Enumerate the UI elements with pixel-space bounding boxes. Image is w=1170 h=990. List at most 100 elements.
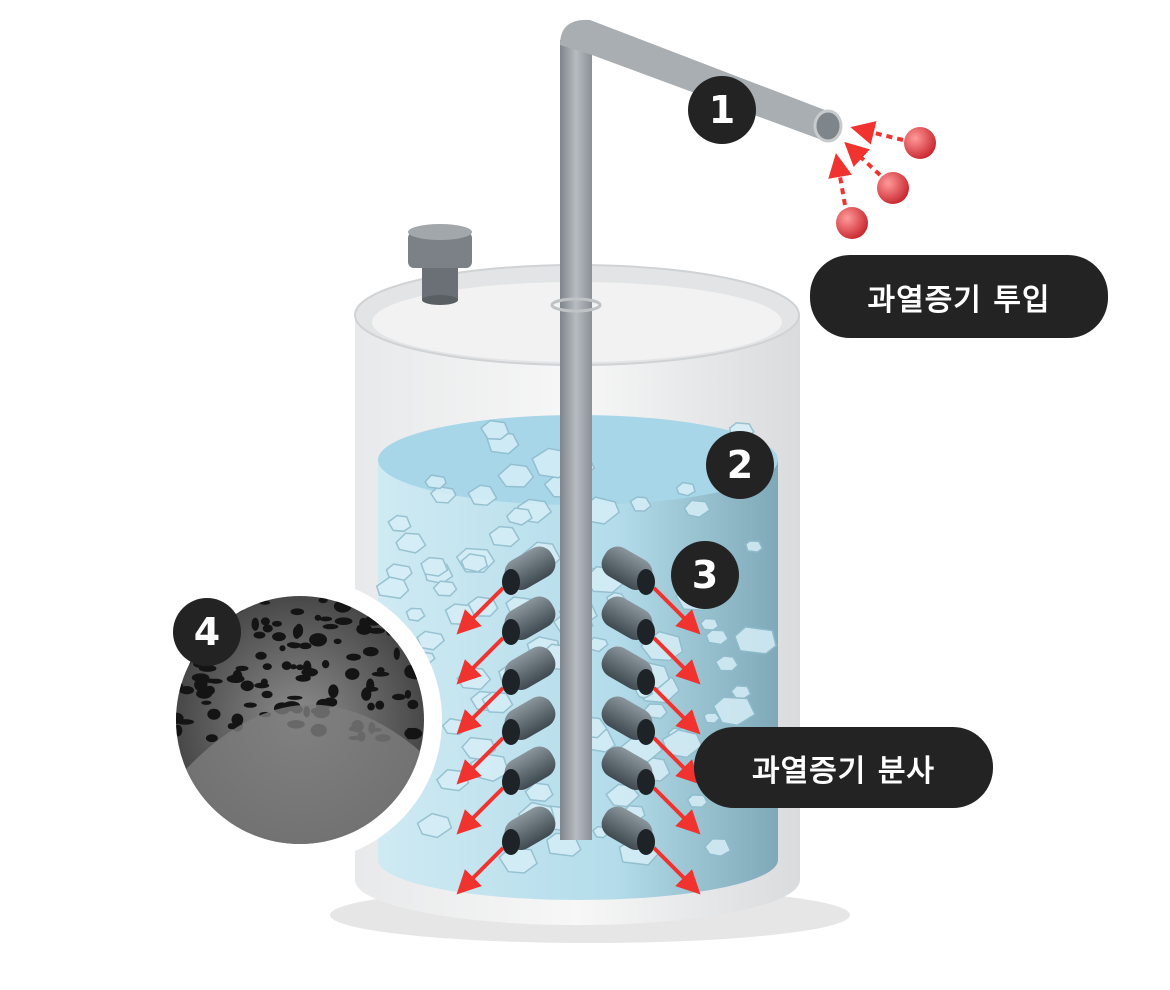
ice-particle [686,794,709,808]
pore [184,596,203,597]
pore [179,686,195,695]
pore [363,686,379,692]
pore [261,690,273,699]
pore [251,617,260,631]
pore [176,719,195,725]
pore [253,631,266,639]
pore [243,702,257,708]
nozzle [502,546,556,595]
steam-ball [904,127,936,159]
pore [232,669,243,683]
step-badge-2: 2 [706,431,774,499]
pore [272,632,286,642]
ice-particle [420,556,449,577]
pore [235,665,249,672]
ice-particle [387,514,412,533]
pore [207,708,221,720]
pore [281,661,292,670]
pore [201,700,212,705]
spray-arrow-icon [456,786,505,835]
pore [262,663,272,670]
pore [240,680,254,692]
spray-arrow-icon [456,586,505,635]
pore [262,624,273,633]
steam-ball [836,207,868,239]
nozzle [502,646,556,695]
pore [404,689,412,699]
ice-particle [683,499,711,519]
pore [290,608,305,616]
pore [299,642,312,650]
pore [321,659,330,669]
pore [375,700,385,710]
pore [286,642,298,648]
pore [176,596,189,600]
step-badge-3: 3 [671,541,739,609]
nozzle [502,746,556,795]
pore [318,597,328,604]
sem-surface [176,704,424,844]
ice-particle [432,580,458,597]
pore [393,647,400,660]
pore [279,645,286,652]
ice-particle [705,629,730,646]
tank-knob [408,224,472,305]
ice-particle [497,463,535,488]
pore [295,674,311,682]
ice-particle [467,484,498,506]
step-badge-1: 1 [688,76,756,144]
pore [323,697,338,708]
spray-arrow-icon [652,636,701,685]
pore [376,667,385,674]
ice-particle [675,481,696,497]
pore [309,633,328,647]
step-badge-4: 4 [173,598,241,666]
spray-arrow-icon [456,686,505,735]
ice-particle [524,782,554,802]
pore [271,620,282,627]
pore [333,638,342,645]
spray-arrow-icon [652,846,701,895]
pore [392,693,406,701]
nozzle [601,806,655,855]
spray-arrow-icon [652,686,701,735]
pore [334,617,353,625]
ice-particle [405,607,426,622]
ice-particle [395,532,427,554]
spray-arrow-icon [456,636,505,685]
ice-particle [744,540,764,553]
pore [319,616,333,622]
ice-particle [714,655,739,672]
pore [176,724,183,737]
pore [255,651,267,660]
ice-particle [480,419,510,441]
steam-input-particles [828,121,936,239]
ice-particle [375,576,410,600]
pore [407,699,419,710]
nozzle [601,546,655,595]
ice-particle [429,485,457,504]
pore [260,617,270,626]
ice-particle [703,837,732,858]
steam-spray-label: 과열증기 분사 [694,727,993,808]
pore [322,623,339,630]
pore [328,684,339,698]
pore [193,596,202,599]
pore [287,695,303,700]
spray-arrow-icon [652,736,701,785]
arrow-icon [828,153,852,206]
pore [371,671,390,677]
pore [362,646,379,657]
nozzle [601,646,655,695]
pore [367,702,375,711]
sem-microscope-inset [158,578,442,862]
pore [404,727,423,740]
pore [292,626,301,639]
ice-particle [416,812,453,839]
steam-input-label: 과열증기 투입 [810,255,1108,338]
spray-arrow-icon [652,586,701,635]
ice-particle [424,474,447,490]
nozzle [601,596,655,645]
pore [356,623,372,635]
